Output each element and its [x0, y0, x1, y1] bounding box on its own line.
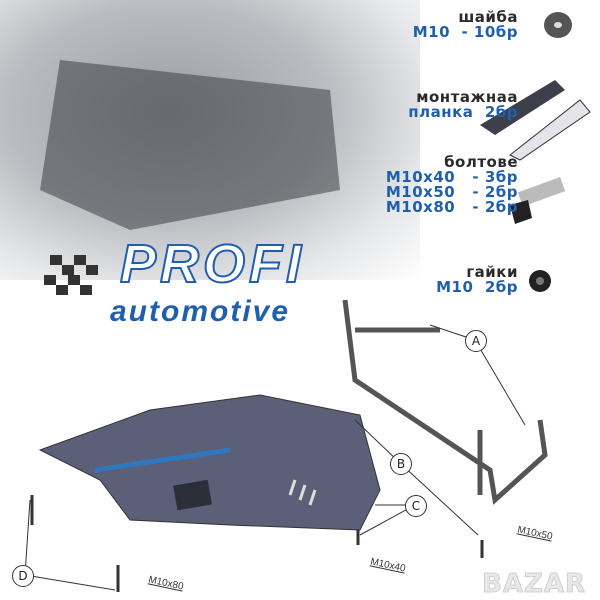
logo-automotive: automotive: [110, 295, 291, 328]
bolts-line: M10x40 - 3бр: [385, 168, 518, 186]
washer-title: шайба: [458, 8, 518, 26]
callout-c: C: [405, 495, 427, 517]
callout-a: A: [465, 330, 487, 352]
nuts-label: гайки M10 2бр: [436, 265, 518, 295]
bracket-title: монтажнаа: [416, 88, 518, 106]
watermark: BAZAR: [482, 569, 586, 599]
bracket-icon-2: [509, 99, 591, 161]
bolts-line: M10x80 - 2бр: [385, 198, 518, 216]
skid-plate: [38, 394, 381, 531]
checkered-flag-icon: [44, 255, 98, 295]
bracket-spec: планка 2бр: [408, 103, 518, 121]
logo-profi: PROFI: [119, 234, 306, 294]
washer-label: шайба M10 - 10бр: [413, 10, 518, 40]
cross-member: [342, 299, 548, 505]
bolt-icon: [517, 177, 566, 207]
callout-d: D: [12, 565, 34, 587]
nuts-title: гайки: [466, 263, 518, 281]
callout-b: B: [390, 453, 412, 475]
bolts-line: M10x50 - 2бр: [385, 183, 518, 201]
bolts-label: болтове M10x40 - 3бр M10x50 - 2бр M10x80…: [386, 155, 518, 215]
photo-skid-plate: [40, 60, 340, 230]
bolts-title: болтове: [444, 153, 518, 171]
bracket-icon: [480, 80, 565, 135]
bracket-label: монтажнаа планка 2бр: [408, 90, 518, 120]
nuts-spec: M10 2бр: [436, 278, 518, 296]
washer-spec: M10 - 10бр: [412, 23, 518, 41]
